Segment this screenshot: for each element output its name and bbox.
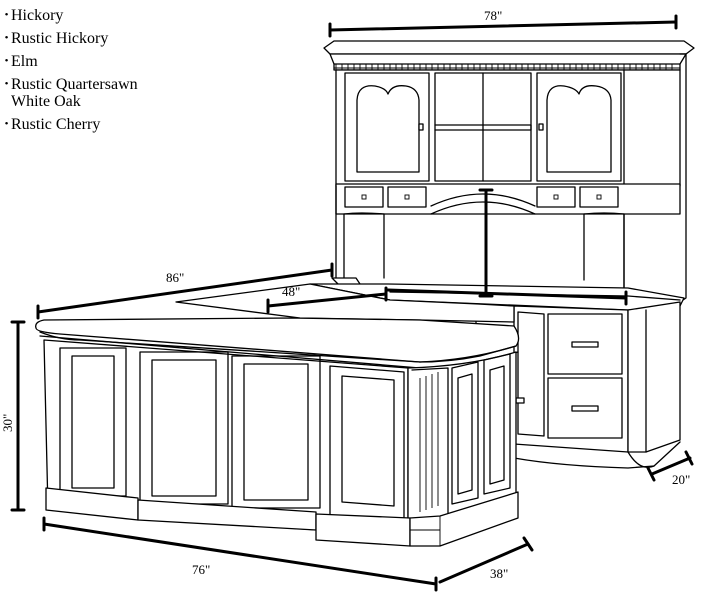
wood-option: • Elm [2,50,138,73]
credenza-end [627,301,681,453]
hutch-drawer [579,186,619,208]
dim-line-front-width [42,522,438,586]
bullet: • [4,118,9,130]
hutch-left-door-panel [356,85,420,173]
desk-side-panel [451,361,479,505]
dim-label-bridge-length: 48" [282,284,300,299]
dim-line-bridge-length [266,292,388,308]
wood-option-name: Rustic Quartersawn White Oak [11,76,138,110]
drawer-pull [571,405,599,412]
drawer-pull [571,341,599,348]
hutch-drawer-row [335,183,681,215]
bullet: • [4,9,9,21]
hutch-right-door-panel [546,85,612,173]
dim-label-front-depth: 38" [490,566,508,581]
wood-option-name: Elm [11,53,38,70]
dim-line-credenza-depth [650,456,692,476]
dim-label-return-length: 86" [166,270,184,285]
dim-label-hutch-width: 78" [484,8,502,23]
credenza-file-drawer [547,377,623,439]
bullet: • [4,55,9,67]
hutch-body [335,69,681,187]
dim-line-front-depth [438,542,530,584]
credenza-front [513,305,629,453]
hutch-dentil [335,64,673,70]
wood-options-list: • Hickory • Rustic Hickory • Elm • Rusti… [2,4,138,136]
wood-option: • Rustic Hickory [2,27,138,50]
hutch-left-door [344,72,430,182]
hutch-drawer [344,186,384,208]
wood-option: • Rustic Cherry [2,113,138,136]
dim-label-height: 30" [0,414,15,432]
hutch [323,40,695,303]
desk-side-panel [483,353,511,495]
wood-option-name: Rustic Cherry [11,116,101,133]
hutch-right-door-knob [538,123,544,131]
wood-option-name: Hickory [11,7,64,24]
dimension-lines [10,14,694,592]
hutch-left-door-knob [418,123,424,131]
executive-desk [35,283,520,547]
dim-line-return-length [36,268,334,314]
hutch-drawer [387,186,427,208]
hutch-crown-band [329,53,687,65]
hutch-right-door [536,72,622,182]
wood-option: • Rustic Quartersawn White Oak [2,73,138,113]
wood-option: • Hickory [2,4,138,27]
dim-line-hutch-width [328,20,678,32]
credenza-file-drawer [547,313,623,375]
desk-raised-panel [231,355,321,509]
hutch-crown-top [323,40,695,55]
hutch-drawer [536,186,576,208]
bullet: • [4,78,9,90]
dim-label-credenza-depth: 20" [672,472,690,487]
dim-label-front-width: 76" [192,562,210,577]
wood-option-name: Rustic Hickory [11,30,109,47]
bullet: • [4,32,9,44]
